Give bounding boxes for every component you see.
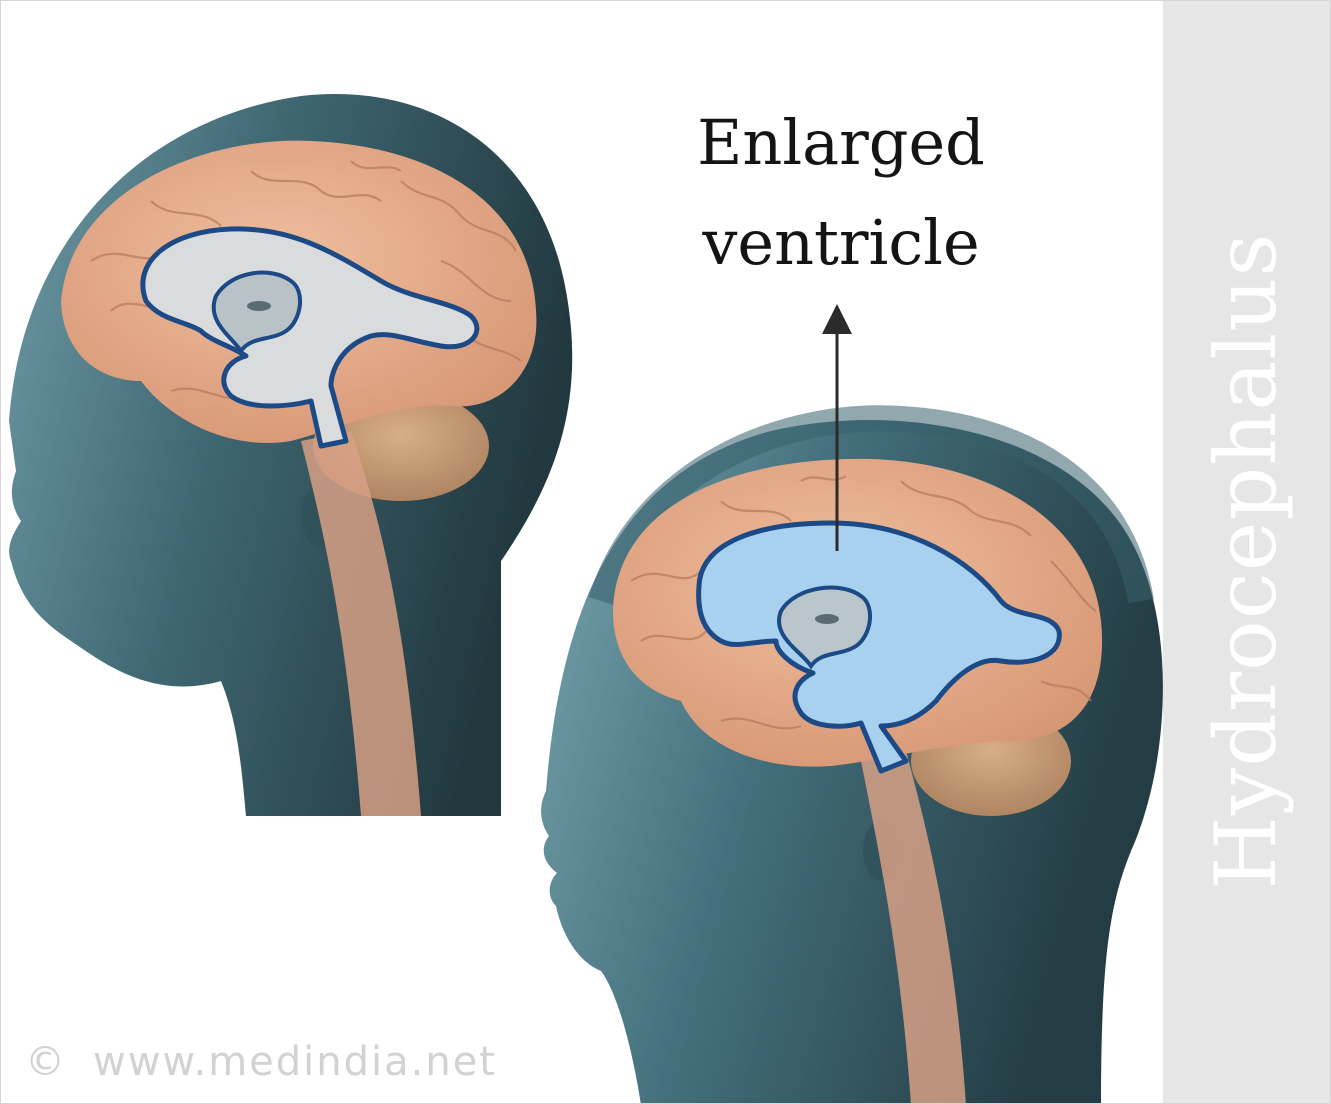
hydrocephalic-thalamus xyxy=(815,614,839,624)
normal-head xyxy=(9,94,572,816)
watermark-text: www.medindia.net xyxy=(93,1039,497,1085)
hydrocephalic-head xyxy=(541,418,1163,1104)
label-line-2: ventricle xyxy=(641,193,1041,293)
watermark: © www.medindia.net xyxy=(25,1039,497,1085)
copyright-symbol: © xyxy=(25,1039,67,1085)
normal-thalamus xyxy=(247,301,271,311)
enlarged-ventricle-label: Enlarged ventricle xyxy=(641,93,1041,293)
label-line-1: Enlarged xyxy=(641,93,1041,193)
